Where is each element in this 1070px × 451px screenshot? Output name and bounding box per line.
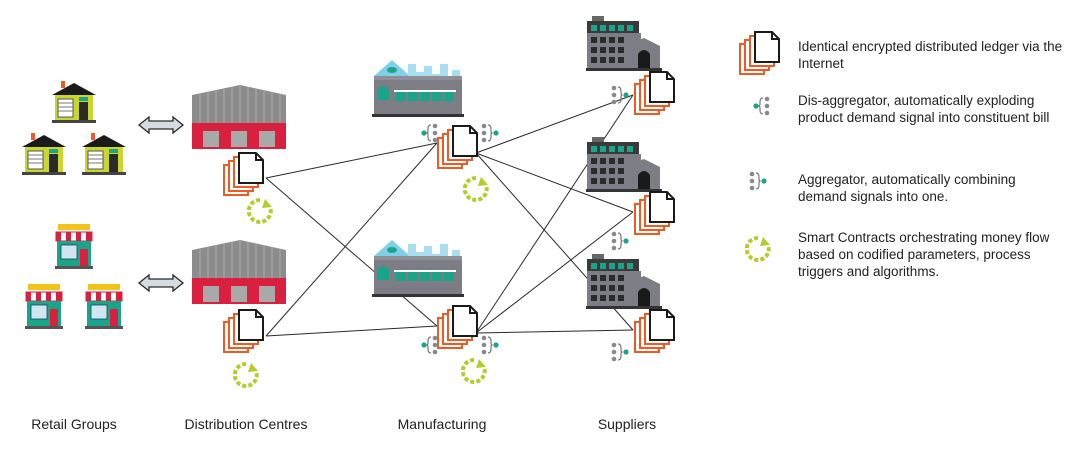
aggregator-icon bbox=[611, 85, 630, 105]
aggregator-icon bbox=[749, 171, 768, 191]
legend-aggregator-text: Aggregator, automatically combining dema… bbox=[798, 172, 1016, 204]
smart-contract-icon bbox=[460, 357, 488, 384]
factory-icon bbox=[372, 60, 464, 117]
ledger-icon bbox=[437, 125, 478, 169]
legend-ledger-text: Identical encrypted distributed ledger v… bbox=[798, 39, 1063, 71]
warehouse-icon bbox=[191, 239, 287, 305]
disaggregator-icon bbox=[420, 123, 438, 143]
shop-icon bbox=[84, 283, 124, 330]
double-arrow-icon bbox=[138, 116, 184, 134]
house-icon bbox=[51, 80, 97, 124]
ledger-icon bbox=[634, 191, 675, 235]
smart-contract-icon bbox=[232, 361, 260, 388]
aggregator-icon bbox=[611, 342, 630, 362]
supplier-plant-icon bbox=[586, 137, 662, 192]
disaggregator-icon bbox=[420, 335, 438, 355]
factory-icon bbox=[372, 240, 464, 297]
supplier-plant-icon bbox=[586, 16, 662, 71]
ledger-icon bbox=[223, 309, 264, 353]
column-label-manufacturing: Manufacturing bbox=[397, 416, 487, 432]
aggregator-icon bbox=[611, 231, 630, 251]
warehouse-icon bbox=[191, 84, 287, 150]
ledger-icon bbox=[437, 305, 478, 349]
smart-contract-icon bbox=[246, 197, 274, 224]
column-label-suppliers: Suppliers bbox=[597, 416, 657, 432]
supplier-plant-icon bbox=[586, 254, 662, 309]
connection-lines bbox=[265, 94, 634, 337]
ledger-icon bbox=[223, 152, 264, 196]
shop-icon bbox=[54, 223, 94, 270]
smart-contract-icon bbox=[462, 175, 490, 202]
disaggregator-icon bbox=[752, 96, 770, 116]
double-arrow-icon bbox=[138, 274, 184, 292]
house-icon bbox=[21, 132, 67, 176]
ledger-icon bbox=[634, 71, 675, 115]
column-label-distribution: Distribution Centres bbox=[184, 416, 308, 432]
shop-icon bbox=[24, 283, 64, 330]
legend-disaggregator-text: Dis-aggregator, automatically exploding … bbox=[798, 93, 1050, 125]
column-label-retail: Retail Groups bbox=[31, 416, 117, 432]
house-icon bbox=[81, 132, 127, 176]
aggregator-icon bbox=[481, 335, 500, 355]
smart-contract-icon bbox=[744, 235, 772, 262]
ledger-icon bbox=[634, 309, 675, 353]
legend-smart-contracts-text: Smart Contracts orchestrating money flow… bbox=[798, 230, 1050, 279]
aggregator-icon bbox=[481, 123, 500, 143]
ledger-icon bbox=[739, 31, 780, 75]
